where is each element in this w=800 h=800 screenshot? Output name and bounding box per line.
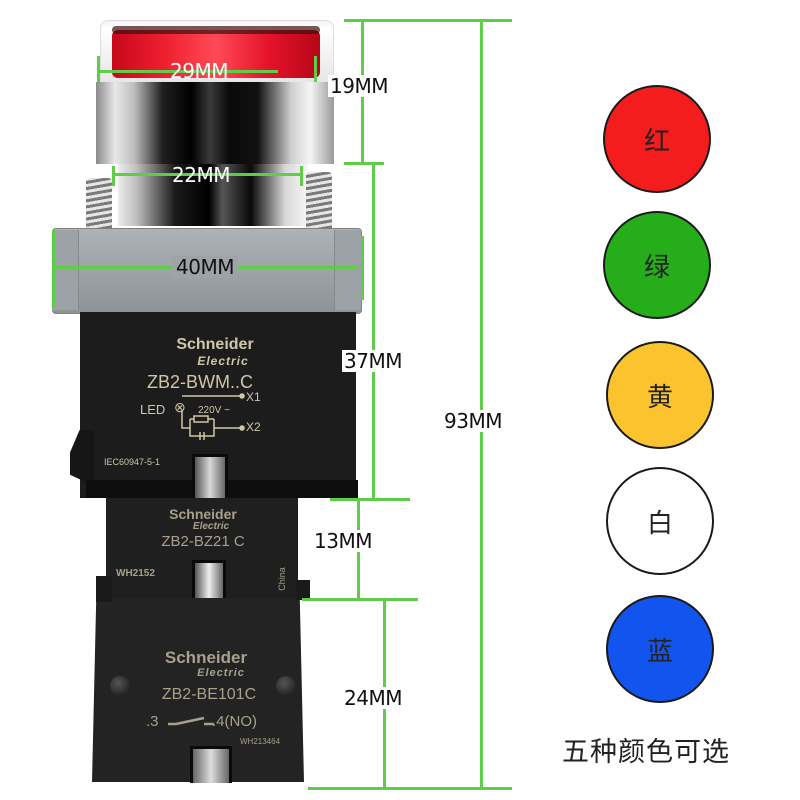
led-model: ZB2-BWM..C (147, 372, 253, 392)
color-label-white: 白 (646, 508, 673, 539)
brand-logo-1: Schneider (176, 336, 254, 353)
contact-block-notch-left (96, 576, 112, 602)
brand-sub-1: Electric (197, 354, 249, 368)
standard-label: IEC60947-5-1 (104, 457, 161, 467)
product-image: Schneider Electric ZB2-BWM..C LED ⊗ X1 2… (52, 20, 362, 783)
dim-tick-base-left (52, 230, 55, 308)
contact-code: WH213464 (240, 737, 281, 746)
dim-label-mid-height: 13MM (312, 529, 374, 553)
dim-tick-mid-bottom (302, 598, 418, 601)
contact-model: ZB2-BE101C (161, 686, 257, 703)
color-label-yellow: 黄 (646, 382, 673, 413)
base-tab-left (52, 230, 79, 310)
color-options: 红 绿 黄 白 蓝 (600, 0, 800, 800)
color-swatch-red: 红 (603, 85, 711, 193)
circuit-diagram-icon (181, 393, 245, 440)
rivet-left (110, 676, 130, 696)
brand-logo-2: Schneider (169, 506, 237, 522)
dim-label-body-height: 37MM (342, 349, 404, 373)
contact-start: .3 (146, 713, 159, 730)
dim-tick-bottom (308, 787, 512, 790)
dim-tick-mid-top (330, 498, 410, 501)
led-label: LED (140, 402, 166, 417)
terminal-screw-upper (192, 454, 228, 506)
voltage-label: 220V ~ (198, 405, 230, 416)
base-tab-right (334, 230, 361, 310)
dim-line-cap-width (98, 70, 278, 73)
dim-line-total-height (480, 20, 483, 788)
dim-line-neck-width (113, 173, 303, 176)
mid-model: ZB2-BZ21 C (161, 533, 245, 550)
color-label-blue: 蓝 (646, 636, 673, 667)
brand-sub-3: Electric (197, 667, 245, 679)
contact-switch-icon (168, 716, 214, 726)
dim-tick-cap-bottom (344, 162, 384, 165)
color-swatch-green: 绿 (603, 211, 711, 319)
dim-label-cap-height: 19MM (328, 74, 390, 98)
terminal-x1: X1 (246, 390, 261, 404)
brand-sub-2: Electric (192, 521, 230, 532)
dim-label-cap-width: 29MM (170, 59, 228, 83)
dim-label-neck-width: 22MM (172, 163, 230, 187)
dim-label-total-height: 93MM (442, 409, 504, 433)
color-label-green: 绿 (643, 252, 670, 283)
terminal-screw-lower (190, 746, 232, 783)
color-swatch-yellow: 黄 (606, 341, 714, 449)
color-caption: 五种颜色可选 (562, 737, 730, 768)
rivet-right (276, 676, 296, 696)
dim-label-base-width: 40MM (172, 256, 238, 278)
color-swatch-white: 白 (606, 467, 714, 575)
dim-tick-cap-left (97, 56, 100, 82)
dim-tick-base-right (361, 236, 364, 300)
cap-rim (112, 26, 320, 34)
dim-label-bottom-height: 24MM (342, 686, 404, 710)
color-swatch-blue: 蓝 (606, 595, 714, 703)
chrome-bezel (96, 82, 334, 164)
mid-code: WH2152 (116, 568, 155, 579)
terminal-x2: X2 (246, 420, 261, 434)
screw-left (86, 178, 112, 228)
screw-right (306, 172, 332, 228)
contact-end: .4(NO) (212, 713, 257, 730)
led-symbol-icon: ⊗ (174, 399, 186, 415)
dim-tick-top (344, 19, 512, 22)
mid-origin: China (276, 567, 287, 591)
led-block-side-tab (70, 430, 94, 486)
contact-block-notch-right (296, 580, 310, 600)
color-label-red: 红 (643, 126, 670, 157)
dim-line-body-height (372, 163, 375, 499)
dim-tick-cap-right (314, 56, 317, 82)
dim-tick-neck-left (112, 166, 115, 186)
brand-logo-3: Schneider (164, 648, 248, 667)
dim-tick-neck-right (300, 166, 303, 186)
